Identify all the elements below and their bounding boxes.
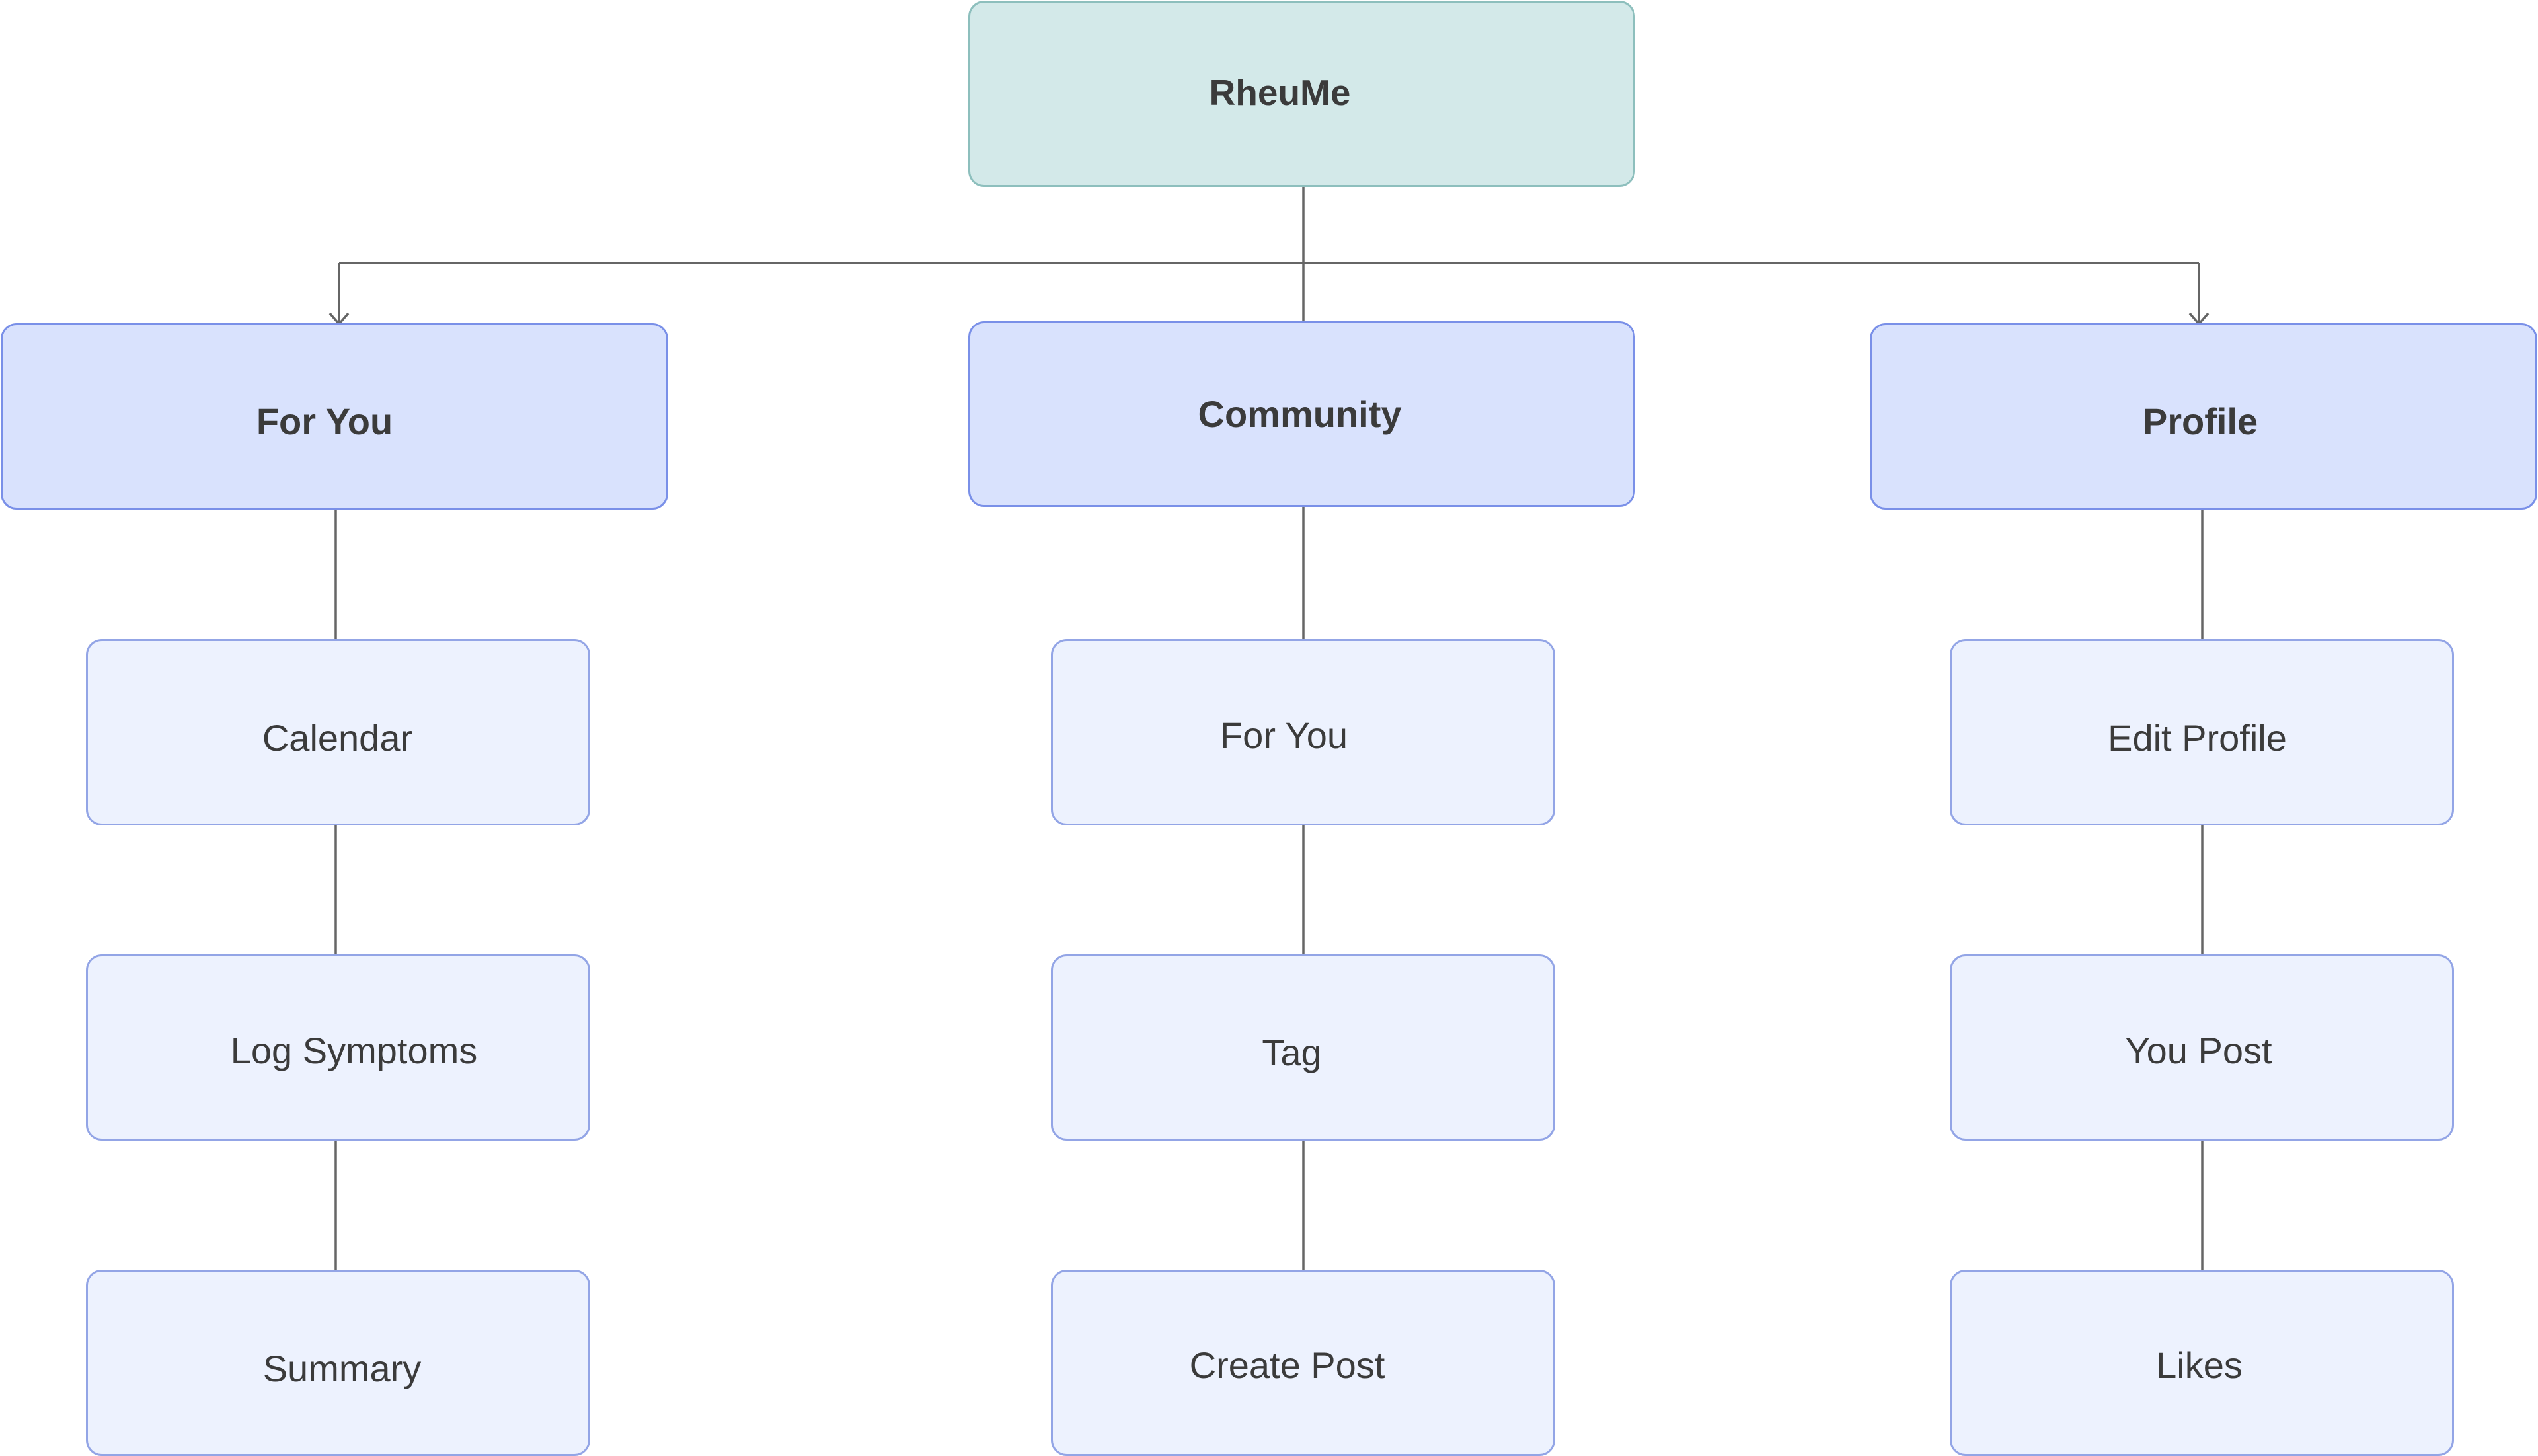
item-label-likes: Likes	[2156, 1344, 2243, 1386]
item-label-log-symptoms: Log Symptoms	[230, 1029, 478, 1071]
root-node[interactable]: RheuMe	[968, 1, 1635, 187]
item-node-likes[interactable]: Likes	[1950, 1270, 2454, 1456]
item-node-edit-profile[interactable]: Edit Profile	[1950, 639, 2454, 825]
item-label-community-for-you: For You	[1219, 714, 1348, 756]
item-label-summary: Summary	[262, 1347, 422, 1389]
item-label-edit-profile: Edit Profile	[2108, 716, 2287, 759]
section-node-for-you[interactable]: For You	[1, 323, 668, 510]
item-node-create-post[interactable]: Create Post	[1051, 1270, 1555, 1456]
section-label-for-you: For You	[256, 400, 393, 442]
item-node-summary[interactable]: Summary	[86, 1270, 590, 1456]
section-node-profile[interactable]: Profile	[1870, 323, 2537, 510]
item-label-you-post: You Post	[2125, 1029, 2272, 1071]
item-node-calendar[interactable]: Calendar	[86, 639, 590, 825]
item-node-you-post[interactable]: You Post	[1950, 954, 2454, 1141]
item-node-tag[interactable]: Tag	[1051, 954, 1555, 1141]
item-label-calendar: Calendar	[262, 716, 413, 759]
section-node-community[interactable]: Community	[968, 321, 1635, 507]
section-label-community: Community	[1198, 393, 1402, 435]
item-label-create-post: Create Post	[1189, 1344, 1385, 1386]
item-node-community-for-you[interactable]: For You	[1051, 639, 1555, 825]
item-label-tag: Tag	[1262, 1031, 1322, 1073]
root-label: RheuMe	[1209, 72, 1351, 113]
item-node-log-symptoms[interactable]: Log Symptoms	[86, 954, 590, 1141]
section-label-profile: Profile	[2142, 400, 2258, 442]
